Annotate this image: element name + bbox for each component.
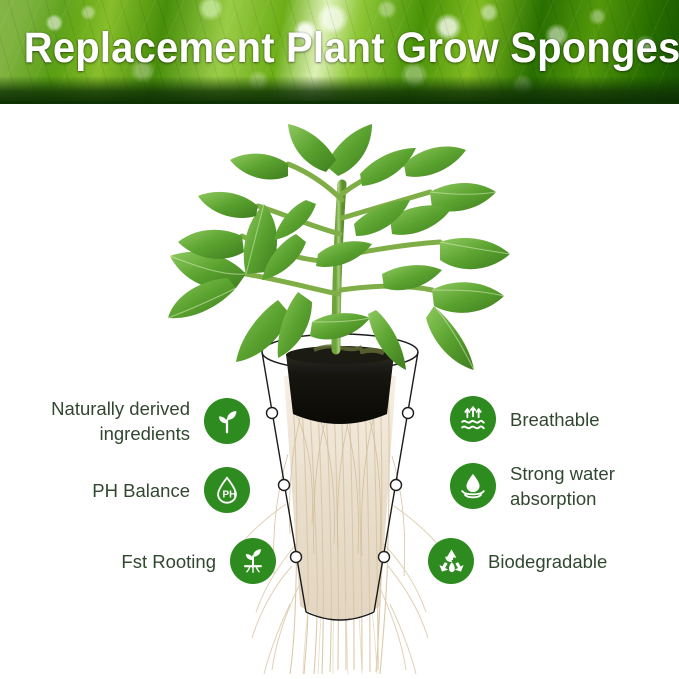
- rooted-plant-icon: [230, 538, 276, 584]
- recycle-leaf-icon: [428, 538, 474, 584]
- feature-label: Breathable: [510, 408, 600, 430]
- cup-node-dot: [277, 478, 291, 492]
- sprout-icon: [204, 398, 250, 444]
- airflow-waves-icon: [450, 396, 496, 442]
- feature-label: Fst Rooting: [121, 550, 216, 572]
- grow-sponge-plug: [286, 344, 394, 424]
- cup-node-dot: [401, 406, 415, 420]
- banner-bottom-fade: [0, 76, 679, 104]
- feature-ph-balance: PH Balance PH: [0, 467, 250, 513]
- feature-label: Strong water absorption: [510, 463, 615, 509]
- leaf-cluster-right: [354, 146, 510, 370]
- header-banner: Replacement Plant Grow Sponges: [0, 0, 679, 104]
- feature-label: Biodegradable: [488, 550, 608, 572]
- product-stage: Naturally derived ingredients PH Balance…: [0, 104, 679, 679]
- cup-node-dot: [265, 406, 279, 420]
- feature-label: PH Balance: [92, 479, 190, 501]
- ph-droplet-icon: PH: [204, 467, 250, 513]
- water-absorption-icon: [450, 463, 496, 509]
- cup-node-dots: [265, 406, 415, 564]
- leaf-cluster-center: [288, 124, 372, 340]
- feature-label: Naturally derived ingredients: [51, 398, 190, 444]
- feature-naturally-derived-ingredients: Naturally derived ingredients: [0, 396, 250, 446]
- svg-text:PH: PH: [223, 490, 237, 501]
- cup-node-dot: [289, 550, 303, 564]
- leaf-cluster-left: [168, 153, 316, 362]
- plant-illustration: [167, 124, 511, 674]
- feature-biodegradable: Biodegradable: [428, 538, 679, 584]
- page-title: Replacement Plant Grow Sponges: [23, 24, 679, 72]
- cup-node-dot: [389, 478, 403, 492]
- tomato-seedling: [167, 124, 511, 371]
- banner-divider-line: [0, 101, 679, 104]
- cup-node-dot: [377, 550, 391, 564]
- feature-strong-water-absorption: Strong water absorption: [450, 461, 679, 511]
- product-photo: [60, 114, 620, 674]
- feature-fast-rooting: Fst Rooting: [26, 538, 276, 584]
- feature-breathable: Breathable: [450, 396, 679, 442]
